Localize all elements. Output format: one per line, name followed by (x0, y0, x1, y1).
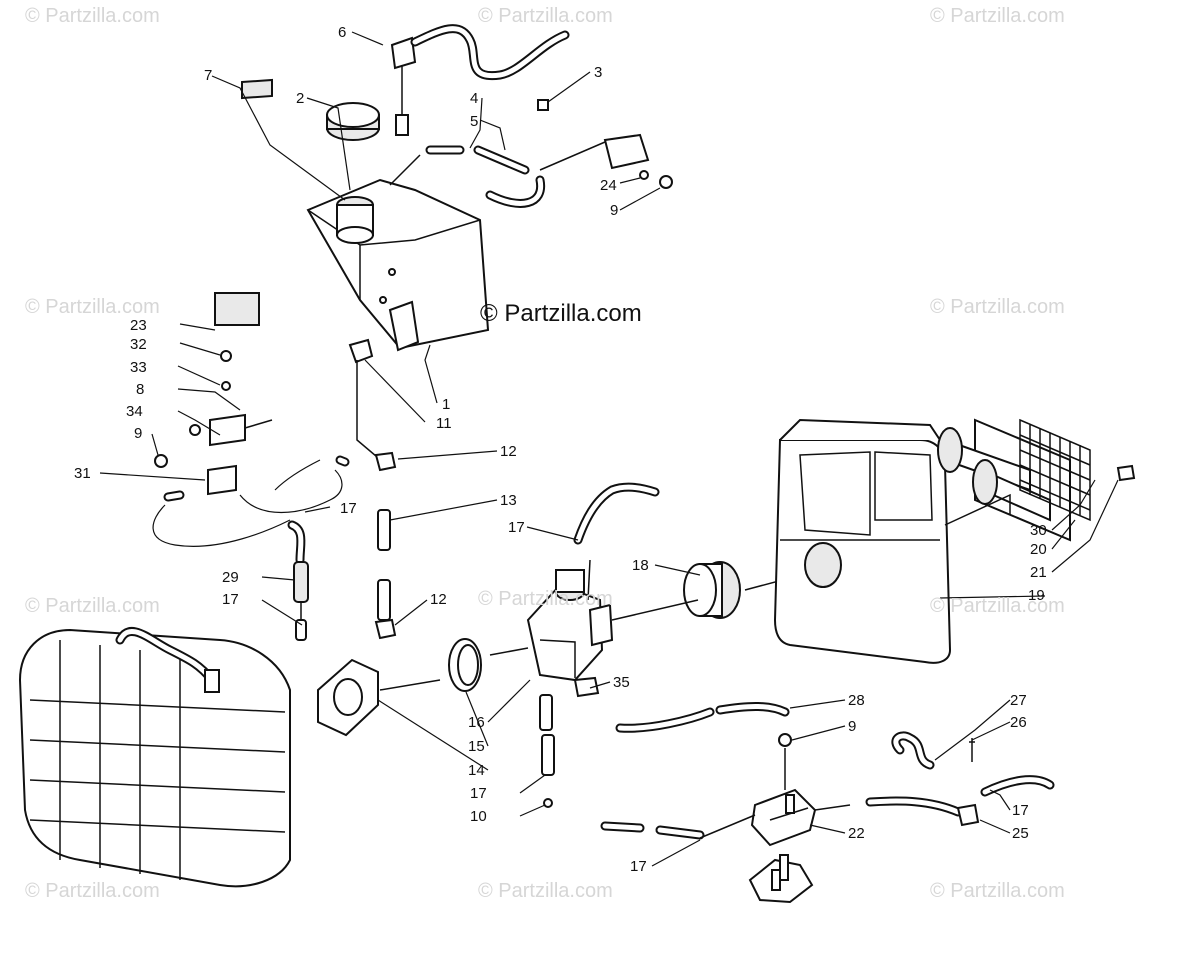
callout-26: 26 (1010, 714, 1027, 731)
intake-clamp (448, 638, 482, 692)
callout-10: 10 (470, 808, 487, 825)
callout-11: 11 (436, 415, 452, 432)
callout-9-left: 9 (134, 425, 142, 442)
callout-29: 29 (222, 569, 239, 586)
callout-17-c: 17 (222, 591, 239, 608)
vent-hose (389, 99, 673, 208)
watermark: © Partzilla.com (930, 880, 1065, 902)
callout-7: 7 (204, 67, 212, 84)
air-silencer (773, 418, 952, 664)
tee-fitting-25 (956, 803, 980, 827)
callout-3: 3 (594, 64, 602, 81)
callout-12-a: 12 (500, 443, 517, 460)
intake-axis-line (379, 647, 529, 691)
callout-21: 21 (1030, 564, 1047, 581)
callout-35: 35 (613, 674, 630, 691)
intake-flange (317, 658, 379, 737)
callout-14: 14 (468, 762, 485, 779)
callout-labels: 7 2 6 4 5 3 24 9 23 32 33 8 34 9 31 17 1… (74, 24, 1047, 875)
watermark: © Partzilla.com (930, 595, 1065, 617)
callout-9-pump: 9 (848, 718, 856, 735)
callout-4: 4 (470, 90, 478, 107)
tank-cap (326, 102, 380, 141)
callout-17-b: 17 (508, 519, 525, 536)
callout-33: 33 (130, 359, 147, 376)
watermark: © Partzilla.com (930, 296, 1065, 318)
fuel-pump-hoses (600, 701, 1055, 840)
callout-34: 34 (126, 403, 143, 420)
callout-15: 15 (468, 738, 485, 755)
inline-fuel-filter (287, 520, 309, 641)
leader-lines (99, 31, 1119, 867)
callout-17-d: 17 (470, 785, 487, 802)
callout-30: 30 (1030, 522, 1047, 539)
watermark: © Partzilla.com (478, 880, 613, 902)
fuel-line-tank-to-carb (348, 338, 397, 640)
intake-horns (937, 418, 1136, 542)
callout-23: 23 (130, 317, 147, 334)
fuel-gauge (390, 24, 570, 136)
callout-31: 31 (74, 465, 91, 482)
callout-28: 28 (848, 692, 865, 709)
brand-copyright: © Partzilla.com (480, 300, 642, 327)
callout-19: 19 (1028, 587, 1045, 604)
engine-block (18, 627, 291, 888)
decal-7 (241, 78, 273, 100)
callout-17-a: 17 (340, 500, 357, 517)
callout-18: 18 (632, 557, 649, 574)
callout-2: 2 (296, 90, 304, 107)
fuel-tank (306, 178, 490, 352)
callout-20: 20 (1030, 541, 1047, 558)
watermark: © Partzilla.com (25, 595, 160, 617)
callout-6: 6 (338, 24, 346, 41)
callout-32: 32 (130, 336, 147, 353)
callout-24: 24 (600, 177, 617, 194)
callout-25: 25 (1012, 825, 1029, 842)
watermark: © Partzilla.com (478, 588, 613, 610)
screw-26 (969, 738, 975, 762)
pulse-hose (539, 676, 600, 808)
watermark: © Partzilla.com (25, 5, 160, 27)
callout-27: 27 (1010, 692, 1027, 709)
fuel-valve-assembly (152, 292, 350, 547)
watermark: © Partzilla.com (478, 5, 613, 27)
callout-5: 5 (470, 113, 478, 130)
callout-17-e: 17 (630, 858, 647, 875)
callout-8: 8 (136, 381, 144, 398)
callout-17-f: 17 (1012, 802, 1029, 819)
watermark: © Partzilla.com (25, 296, 160, 318)
watermark: © Partzilla.com (25, 880, 160, 902)
callout-9-top: 9 (610, 202, 618, 219)
hose-clip (891, 731, 935, 770)
callout-1: 1 (442, 396, 450, 413)
fuel-pump (748, 733, 817, 904)
callout-12-b: 12 (430, 591, 447, 608)
callout-16: 16 (468, 714, 485, 731)
callout-13: 13 (500, 492, 517, 509)
carburetor (526, 482, 660, 682)
callout-22: 22 (848, 825, 865, 842)
watermark: © Partzilla.com (930, 5, 1065, 27)
